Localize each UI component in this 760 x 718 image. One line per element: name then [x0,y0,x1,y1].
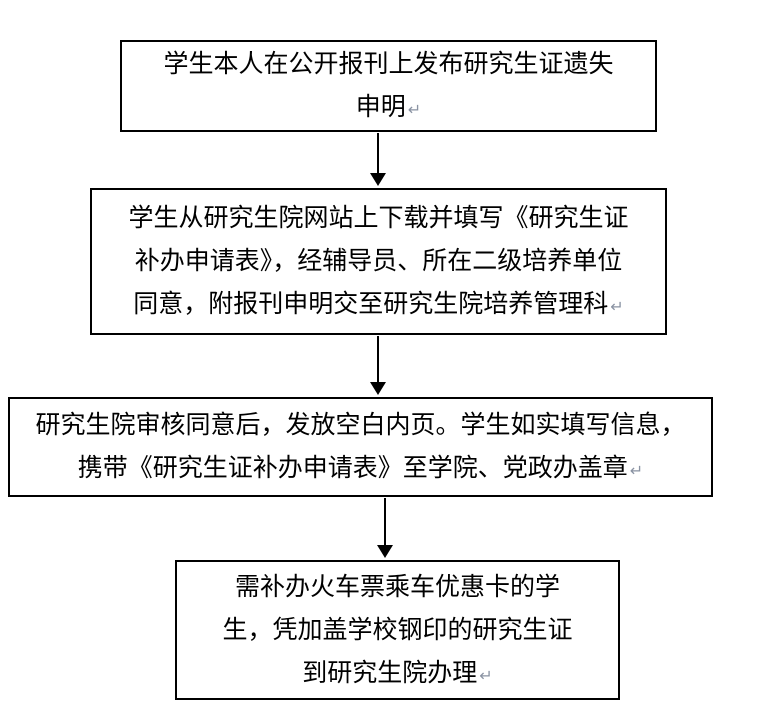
return-mark-icon: ↵ [407,102,422,119]
step-text: 学生从研究生院网站上下载并填写《研究生证 补办申请表》，经辅导员、所在二级培养单… [128,204,629,318]
arrow-down-icon [370,382,386,395]
flow-step-3: 研究生院审核同意后，发放空白内页。学生如实填写信息， 携带《研究生证补办申请表》… [8,397,713,497]
flow-step-3-text: 研究生院审核同意后，发放空白内页。学生如实填写信息， 携带《研究生证补办申请表》… [35,404,685,490]
return-mark-icon: ↵ [610,299,624,316]
step-text: 学生本人在公开报刊上发布研究生证遗失 申明 [163,50,614,121]
arrow-shaft [384,498,386,545]
flow-step-4: 需补办火车票乘车优惠卡的学 生，凭加盖学校钢印的研究生证 到研究生院办理↵ [175,560,620,700]
flow-step-2-text: 学生从研究生院网站上下载并填写《研究生证 补办申请表》，经辅导员、所在二级培养单… [128,197,628,326]
flow-step-1: 学生本人在公开报刊上发布研究生证遗失 申明↵ [120,40,657,132]
flow-arrow-3 [377,498,393,558]
flow-step-1-text: 学生本人在公开报刊上发布研究生证遗失 申明↵ [163,43,613,129]
return-mark-icon: ↵ [479,667,493,685]
step-text: 研究生院审核同意后，发放空白内页。学生如实填写信息， 携带《研究生证补办申请表》… [35,411,686,482]
flow-step-4-text: 需补办火车票乘车优惠卡的学 生，凭加盖学校钢印的研究生证 到研究生院办理↵ [222,566,572,695]
arrow-shaft [377,133,379,173]
flow-step-2: 学生从研究生院网站上下载并填写《研究生证 补办申请表》，经辅导员、所在二级培养单… [90,188,667,335]
return-mark-icon: ↵ [629,463,644,480]
step-text: 需补办火车票乘车优惠卡的学 生，凭加盖学校钢印的研究生证 到研究生院办理 [222,572,573,687]
arrow-down-icon [370,173,386,186]
arrow-down-icon [377,545,393,558]
flow-arrow-1 [370,133,386,186]
flow-arrow-2 [370,336,386,395]
arrow-shaft [377,336,379,382]
